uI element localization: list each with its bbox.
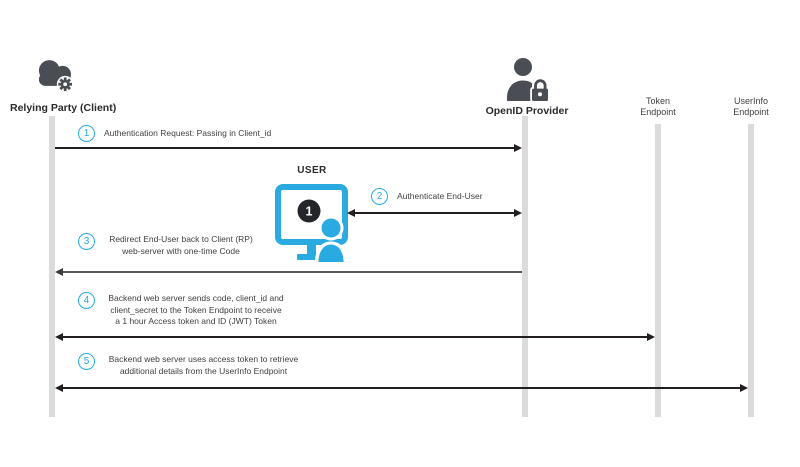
step-4-text: Backend web server sends code, client_id…: [108, 293, 284, 326]
arrow-step-5: [55, 383, 748, 392]
user-label: USER: [297, 165, 327, 176]
arrowhead-right: [740, 383, 748, 392]
arrowhead-right: [514, 143, 522, 152]
lifeline-openid-provider: [522, 116, 528, 417]
step-3-number: 3: [78, 233, 95, 250]
actor-label-userinfo-endpoint: UserInfo Endpoint: [733, 96, 769, 117]
actor-label-relying-party: Relying Party (Client): [10, 102, 117, 114]
monitor-user-icon: 1: [275, 184, 348, 262]
step-1-text: Authentication Request: Passing in Clien…: [104, 128, 272, 138]
actor-label-token-endpoint: Token Endpoint: [640, 96, 676, 117]
step-2-number: 2: [371, 188, 388, 205]
arrowhead-right: [514, 208, 522, 217]
lifeline-relying-party: [49, 116, 55, 417]
arrow-step-2: [347, 208, 522, 217]
step-5-text: Backend web server uses access token to …: [108, 354, 299, 376]
actor-label-openid-provider: OpenID Provider: [485, 105, 569, 117]
arrowhead-left: [347, 208, 355, 217]
lifeline-userinfo-endpoint: [748, 124, 754, 417]
user-lock-icon: [507, 58, 549, 101]
arrow-step-1: [55, 143, 522, 152]
arrowhead-left: [55, 383, 63, 392]
monitor-stand-stem: [307, 242, 316, 254]
step-3-text: Redirect End-User back to Client (RP) we…: [109, 234, 253, 256]
svg-text:1: 1: [306, 205, 313, 219]
arrowhead-left: [55, 267, 63, 276]
step-4-number: 4: [78, 292, 95, 309]
arrow-step-4: [55, 332, 655, 341]
step-1-number: 1: [78, 125, 95, 142]
arrowhead-left: [55, 332, 63, 341]
user-silhouette: [315, 215, 347, 262]
cloud-gear-icon: [38, 60, 74, 93]
step-5-number: 5: [78, 353, 95, 370]
gear: [56, 75, 74, 93]
lock: [530, 77, 549, 101]
arrow-step-3: [55, 267, 522, 276]
lifeline-token-endpoint: [655, 124, 661, 417]
arrowhead-right: [647, 332, 655, 341]
screen-badge: 1: [297, 199, 321, 223]
step-2-text: Authenticate End-User: [397, 191, 483, 201]
